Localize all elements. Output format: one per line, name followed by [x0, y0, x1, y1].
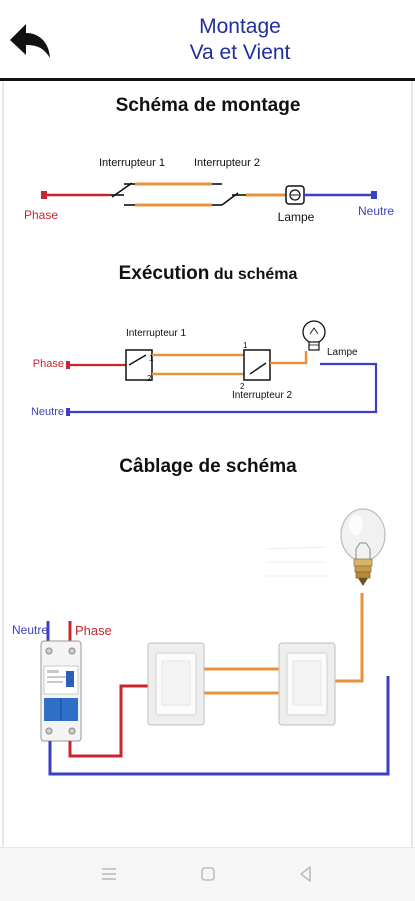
- switch-plate-1-icon: [147, 642, 205, 726]
- section3-lamp-wire: [333, 593, 364, 683]
- home-square-icon[interactable]: [194, 860, 222, 888]
- section3-phase-label: Phase: [75, 623, 112, 638]
- section2-switch1-label: Interrupteur 1: [126, 328, 186, 339]
- section2-switch2: 1 2: [240, 341, 271, 391]
- app-header: Montage Va et Vient: [0, 0, 415, 78]
- section2-switch2-label: Interrupteur 2: [232, 390, 292, 401]
- section-wiring-diagram: Câblage de schéma Neutre Phase: [12, 456, 390, 776]
- back-arrow-icon[interactable]: [6, 18, 54, 66]
- diagram-content: Schéma de montage Interrupteur 1 Interru…: [0, 81, 415, 847]
- light-bulb-icon: [340, 508, 386, 586]
- section2-sw1-terminal-1: 1: [149, 354, 154, 363]
- section1-title: Schéma de montage: [116, 95, 301, 116]
- section3-title: Câblage de schéma: [119, 456, 297, 477]
- section2-lamp-wire: [270, 351, 308, 365]
- section2-phase-terminal: [66, 361, 70, 369]
- circuit-breaker-icon: [40, 640, 82, 742]
- section1-phase-terminal: [41, 191, 47, 199]
- section1-phase-label: Phase: [24, 208, 58, 222]
- section1-neutral-terminal: [371, 191, 377, 199]
- section1-lamp-icon: [285, 185, 305, 205]
- section-montage-diagram: Schéma de montage Interrupteur 1 Interru…: [24, 95, 394, 224]
- section1-lamp-label: Lampe: [278, 210, 315, 224]
- page-title-line1: Montage: [199, 15, 281, 38]
- section2-bulb-icon: [302, 320, 326, 351]
- diagram-canvas: Schéma de montage Interrupteur 1 Interru…: [2, 81, 413, 847]
- section2-title-a: Exécution: [119, 263, 210, 284]
- page-title-line2: Va et Vient: [189, 41, 291, 64]
- section2-lamp-label: Lampe: [327, 347, 358, 358]
- faint-guide-lines: [265, 546, 330, 577]
- section2-sw2-terminal-2: 2: [240, 382, 245, 391]
- menu-lines-icon[interactable]: [95, 860, 123, 888]
- section2-phase-label: Phase: [33, 358, 64, 370]
- section-execution-diagram: Exécution du schéma Interrupteur 1 Phase…: [31, 263, 378, 418]
- section2-title: Exécution du schéma: [119, 263, 298, 284]
- section2-neutral-wire: [70, 362, 378, 414]
- section2-sw1-terminal-2: 2: [147, 374, 152, 383]
- section3-neutral-label: Neutre: [12, 623, 48, 637]
- section1-switch1: [110, 182, 135, 206]
- switch-plate-2-icon: [278, 642, 336, 726]
- section2-sw2-terminal-1: 1: [243, 341, 248, 350]
- section3-neutral-wire: [48, 676, 390, 776]
- section1-switch2: [212, 183, 246, 206]
- header-divider: [0, 78, 415, 81]
- section1-neutral-label: Neutre: [358, 204, 394, 218]
- section2-title-b: du schéma: [209, 266, 297, 283]
- section2-switch1: 1 2: [125, 349, 154, 383]
- section1-switch2-label: Interrupteur 2: [194, 157, 260, 169]
- system-nav-bar: [0, 847, 415, 901]
- section2-neutral-label: Neutre: [31, 406, 64, 418]
- section3-phase-wire: [68, 684, 150, 758]
- back-triangle-icon[interactable]: [292, 860, 320, 888]
- section2-neutral-terminal: [66, 408, 70, 416]
- section1-switch1-label: Interrupteur 1: [99, 157, 165, 169]
